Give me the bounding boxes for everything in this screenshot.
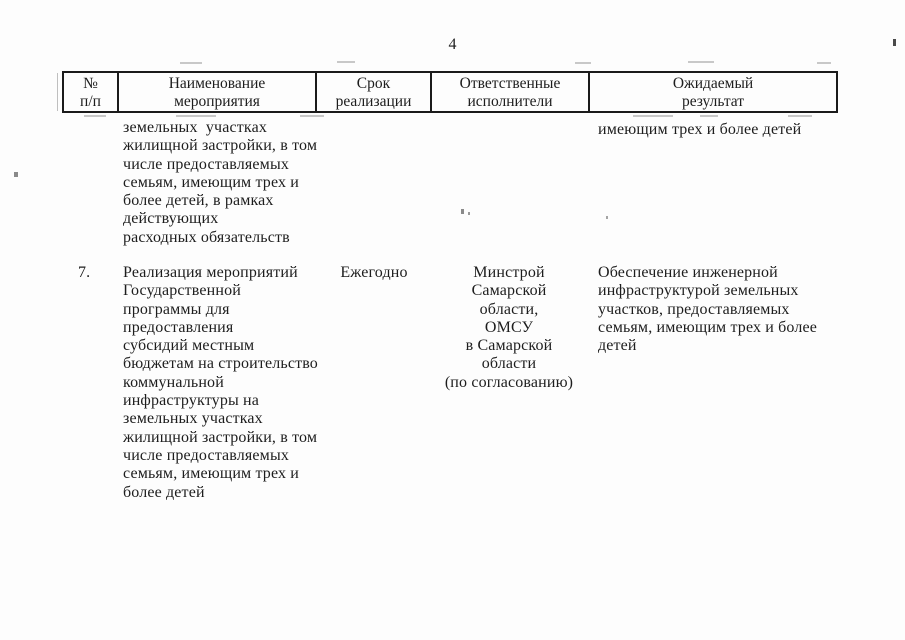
col-header-executors: Ответственные исполнители <box>432 73 590 111</box>
scan-artifact-dash <box>688 61 714 63</box>
scan-artifact-dash <box>575 62 591 64</box>
scan-speck <box>893 39 896 46</box>
col-header-term: Срок реализации <box>317 73 432 111</box>
scan-artifact-dash <box>176 115 216 117</box>
scan-artifact-dash <box>817 62 831 64</box>
row6-continuation-name: земельных участках жилищной застройки, в… <box>123 119 318 246</box>
scan-speck <box>468 212 470 215</box>
col-header-num: № п/п <box>64 73 119 111</box>
scan-artifact-line <box>57 73 58 111</box>
scan-speck <box>14 172 18 177</box>
col-header-name: Наименование мероприятия <box>119 73 317 111</box>
scan-artifact-dash <box>633 115 673 117</box>
row7-executors: Минстрой Самарской области, ОМСУ в Самар… <box>444 264 574 391</box>
scan-artifact-dash <box>84 115 106 117</box>
scan-artifact-dash <box>788 115 812 117</box>
row6-continuation-result: имеющим трех и более детей <box>598 121 802 138</box>
table-header-row: № п/п Наименование мероприятия Срок реал… <box>62 71 838 113</box>
row7-term: Ежегодно <box>340 264 408 281</box>
scan-artifact-dash <box>300 115 324 117</box>
page-number: 4 <box>448 36 457 53</box>
scan-artifact-dash <box>180 62 202 64</box>
row7-result: Обеспечение инженерной инфраструктурой з… <box>598 264 818 355</box>
scan-speck <box>606 216 608 219</box>
col-header-result: Ожидаемый результат <box>672 74 754 110</box>
row7-number: 7. <box>78 264 91 281</box>
scan-speck <box>461 209 464 214</box>
scan-artifact-dash <box>700 115 718 117</box>
row7-name: Реализация мероприятий Государственной п… <box>123 264 318 501</box>
scan-artifact-dash <box>337 61 355 63</box>
